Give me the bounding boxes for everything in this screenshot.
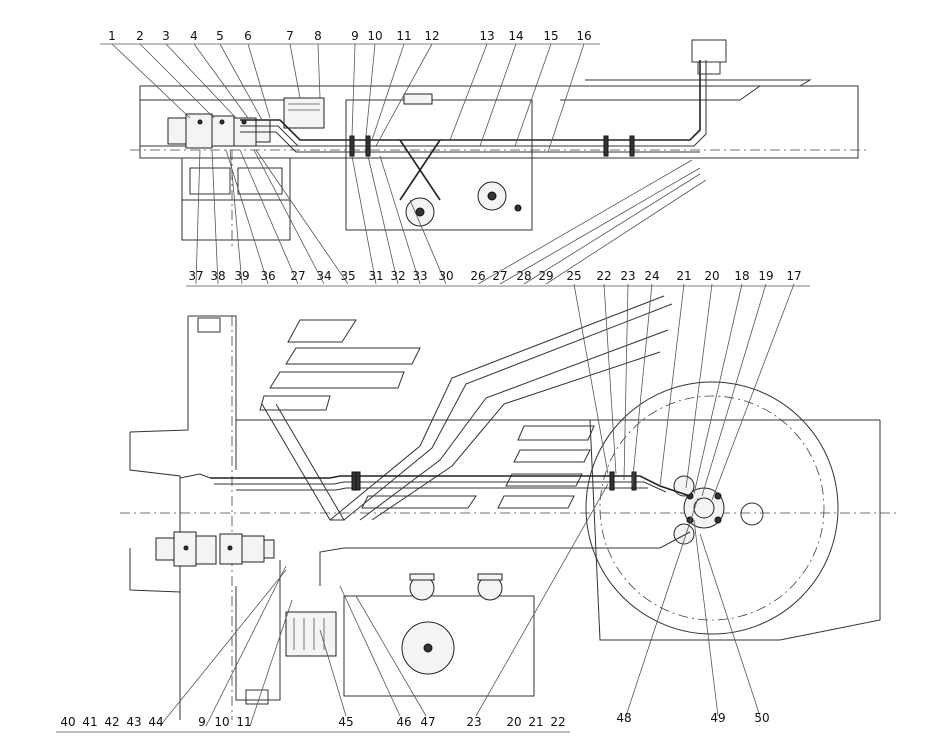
turntable [585, 381, 881, 641]
callout-17: 17 [786, 269, 801, 283]
plan-pipes [179, 473, 691, 586]
callout-3: 3 [162, 29, 170, 43]
callout-28: 28 [516, 269, 531, 283]
callout-34: 34 [316, 269, 331, 283]
pump-group [167, 113, 271, 149]
callout-23a: 23 [620, 269, 635, 283]
callout-49: 49 [710, 711, 725, 725]
top-boom-bracket [691, 39, 727, 63]
callout-32: 32 [390, 269, 405, 283]
callout-8: 8 [314, 29, 322, 43]
callout-43: 43 [126, 715, 141, 729]
outrigger-stripes [259, 295, 673, 521]
callout-20a: 20 [704, 269, 719, 283]
callout-40: 40 [60, 715, 75, 729]
plan-pump-group [155, 531, 275, 567]
callout-10: 10 [367, 29, 382, 43]
callout-5: 5 [216, 29, 224, 43]
callout-36: 36 [260, 269, 275, 283]
middle-callout-numbers: 37 38 39 36 27 34 35 31 32 33 30 26 27 2… [188, 269, 801, 283]
callout-2: 2 [136, 29, 144, 43]
upper-leader-lines [100, 43, 600, 153]
callout-19: 19 [758, 269, 773, 283]
callout-50: 50 [754, 711, 769, 725]
upper-callout-numbers: 1 2 3 4 5 6 7 8 9 10 11 12 13 14 15 16 [108, 29, 591, 43]
callout-27b: 27 [492, 269, 507, 283]
callout-4: 4 [190, 29, 198, 43]
plan-tank [197, 317, 221, 333]
plan-valves [351, 471, 637, 491]
callout-37: 37 [188, 269, 203, 283]
plan-motor-right [477, 573, 503, 601]
callout-14: 14 [508, 29, 523, 43]
slewing-gear [401, 621, 455, 675]
callout-6: 6 [244, 29, 252, 43]
callout-21b: 21 [528, 715, 543, 729]
callout-16: 16 [576, 29, 591, 43]
main-pipe-bundle [240, 60, 707, 153]
multiway-valve [285, 611, 337, 657]
callout-23b: 23 [466, 715, 481, 729]
callout-1: 1 [108, 29, 116, 43]
callout-33: 33 [412, 269, 427, 283]
callout-20b: 20 [506, 715, 521, 729]
chassis-frame [139, 85, 859, 159]
callout-22a: 22 [596, 269, 611, 283]
callout-46: 46 [396, 715, 411, 729]
callout-31: 31 [368, 269, 383, 283]
swing-area [345, 99, 533, 231]
callout-48: 48 [616, 711, 631, 725]
plan-upper-leaders [560, 283, 810, 501]
callout-24: 24 [644, 269, 659, 283]
callout-18: 18 [734, 269, 749, 283]
plan-bottom-leaders [56, 483, 761, 733]
pipe-valves [349, 135, 635, 157]
callout-13: 13 [479, 29, 494, 43]
upper-elevation-view [100, 39, 870, 287]
bottom-callout-numbers: 40 41 42 43 44 9 10 11 45 46 47 23 20 21… [60, 711, 769, 729]
lower-plan-view [56, 283, 900, 733]
callout-15: 15 [543, 29, 558, 43]
callout-27a: 27 [290, 269, 305, 283]
swing-motor-left [405, 197, 435, 227]
callout-29: 29 [538, 269, 553, 283]
callout-30: 30 [438, 269, 453, 283]
callout-39: 39 [234, 269, 249, 283]
callout-12: 12 [424, 29, 439, 43]
callout-10b: 10 [214, 715, 229, 729]
callout-22b: 22 [550, 715, 565, 729]
callout-42: 42 [104, 715, 119, 729]
hydraulic-tank [283, 97, 325, 129]
callout-44: 44 [148, 715, 163, 729]
callout-9b: 9 [198, 715, 206, 729]
lower-leader-lines [186, 149, 707, 287]
callout-21a: 21 [676, 269, 691, 283]
plan-motor-left [409, 573, 435, 601]
plan-swing-area [343, 595, 535, 697]
callout-7: 7 [286, 29, 294, 43]
callout-35: 35 [340, 269, 355, 283]
callout-25: 25 [566, 269, 581, 283]
callout-47: 47 [420, 715, 435, 729]
callout-26: 26 [470, 269, 485, 283]
callout-11b: 11 [236, 715, 251, 729]
swing-motor-right [477, 181, 507, 211]
callout-9: 9 [351, 29, 359, 43]
callout-41: 41 [82, 715, 97, 729]
central-rotary-joint [673, 475, 725, 545]
callout-11: 11 [396, 29, 411, 43]
callout-45: 45 [338, 715, 353, 729]
callout-38: 38 [210, 269, 225, 283]
